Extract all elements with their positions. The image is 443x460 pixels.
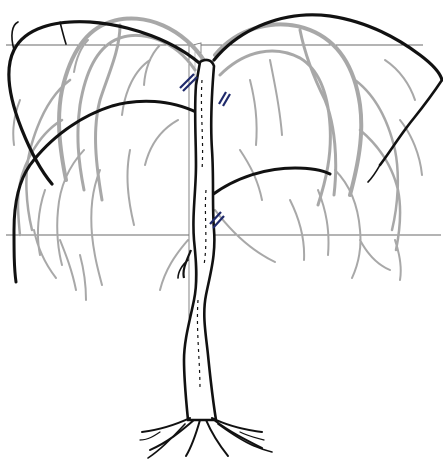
- roots: [140, 418, 272, 458]
- right-upper-drop: [380, 80, 442, 165]
- right-upper-limb: [214, 15, 442, 80]
- right-lower-limb: [212, 168, 330, 195]
- pruned-growth: [13, 18, 422, 300]
- tie-upper-right: [219, 92, 230, 106]
